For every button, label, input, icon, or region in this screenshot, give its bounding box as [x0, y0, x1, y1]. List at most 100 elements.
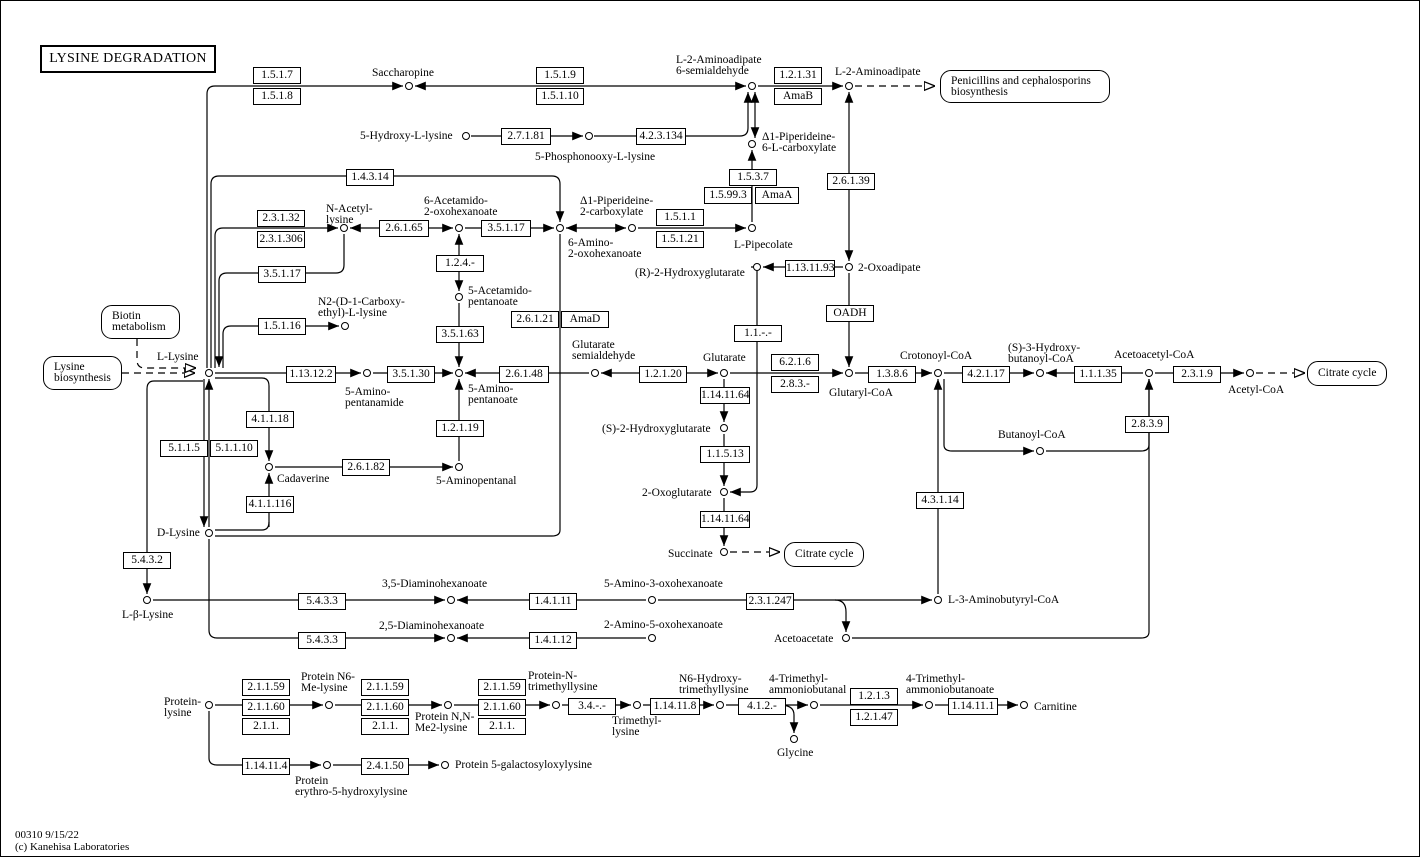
- compound-node-n2-d-1-carboxy-ethyl-l-lysine[interactable]: [341, 322, 349, 330]
- compound-node-l-lysine[interactable]: [205, 369, 213, 377]
- enzyme-box-2-4-1-50[interactable]: 2.4.1.50: [361, 758, 409, 775]
- compound-node-l-lysine[interactable]: [143, 596, 151, 604]
- enzyme-box-1-2-1-19[interactable]: 1.2.1.19: [436, 420, 484, 437]
- enzyme-box-1-5-99-3[interactable]: 1.5.99.3: [704, 187, 752, 204]
- compound-node-5-acetamido-pentanoate[interactable]: [455, 293, 463, 301]
- enzyme-box-1-2-1-47[interactable]: 1.2.1.47: [850, 709, 898, 726]
- compound-node-l-2-aminoadipate[interactable]: [845, 82, 853, 90]
- compound-node-4-trimethyl-ammoniobutanal[interactable]: [810, 701, 818, 709]
- enzyme-box-1-14-11-64[interactable]: 1.14.11.64: [700, 511, 750, 528]
- pathway-link-citrate-cycle-1[interactable]: Citrate cycle: [1307, 361, 1387, 386]
- compound-node-r-2-hydroxyglutarate[interactable]: [753, 263, 761, 271]
- enzyme-box-3-5-1-63[interactable]: 3.5.1.63: [436, 326, 484, 343]
- compound-node-trimethyl-lysine[interactable]: [633, 701, 641, 709]
- enzyme-box-3-5-1-17[interactable]: 3.5.1.17: [258, 266, 306, 283]
- enzyme-box-5-4-3-3[interactable]: 5.4.3.3: [298, 593, 346, 610]
- enzyme-box-1-5-1-9[interactable]: 1.5.1.9: [536, 67, 584, 84]
- enzyme-box-4-1-1-116[interactable]: 4.1.1.116: [246, 496, 294, 513]
- compound-node-d-lysine[interactable]: [205, 529, 213, 537]
- compound-node-protein-n-n-me2-lysine[interactable]: [444, 701, 452, 709]
- enzyme-box-2-1-1[interactable]: 2.1.1.: [478, 718, 526, 735]
- enzyme-box-1-5-1-10[interactable]: 1.5.1.10: [536, 88, 584, 105]
- enzyme-box-1-4-3-14[interactable]: 1.4.3.14: [346, 169, 394, 186]
- enzyme-box-2-1-1-59[interactable]: 2.1.1.59: [361, 679, 409, 696]
- enzyme-box-1-13-12-2[interactable]: 1.13.12.2: [286, 366, 336, 383]
- enzyme-box-1-14-11-8[interactable]: 1.14.11.8: [650, 698, 700, 715]
- compound-node-5-aminopentanal[interactable]: [455, 463, 463, 471]
- compound-node-glutarate-semialdehyde[interactable]: [591, 369, 599, 377]
- compound-node-5-phosphonooxy-l-lysine[interactable]: [585, 132, 593, 140]
- compound-node-n6-hydroxy-trimethyllysine[interactable]: [716, 701, 724, 709]
- compound-node-glycine[interactable]: [790, 735, 798, 743]
- enzyme-box-2-8-3-9[interactable]: 2.8.3.9: [1125, 416, 1169, 433]
- enzyme-box-2-3-1-9[interactable]: 2.3.1.9: [1173, 366, 1221, 383]
- compound-node-protein-5-galactosyloxylysine[interactable]: [441, 761, 449, 769]
- enzyme-box-oadh[interactable]: OADH: [826, 305, 874, 322]
- compound-node-l-3-aminobutyryl-coa[interactable]: [934, 596, 942, 604]
- compound-node-acetoacetate[interactable]: [842, 634, 850, 642]
- compound-node-6-acetamido-2-oxohexanoate[interactable]: [455, 224, 463, 232]
- compound-node-1-piperideine-6-l-carboxylate[interactable]: [748, 140, 756, 148]
- compound-node-5-amino-pentanoate[interactable]: [455, 369, 463, 377]
- pathway-link-penicillins[interactable]: Penicillins and cephalosporins biosynthe…: [940, 70, 1110, 103]
- compound-node-n-acetyl-lysine[interactable]: [340, 224, 348, 232]
- enzyme-box-2-6-1-82[interactable]: 2.6.1.82: [342, 459, 390, 476]
- compound-node-crotonoyl-coa[interactable]: [934, 369, 942, 377]
- compound-node-6-amino-2-oxohexanoate[interactable]: [556, 224, 564, 232]
- enzyme-box-2-7-1-81[interactable]: 2.7.1.81: [501, 128, 551, 145]
- enzyme-box-1-3-8-6[interactable]: 1.3.8.6: [868, 366, 916, 383]
- compound-node-5-hydroxy-l-lysine[interactable]: [462, 132, 470, 140]
- enzyme-box-4-1-1-18[interactable]: 4.1.1.18: [246, 411, 294, 428]
- compound-node-2-oxoadipate[interactable]: [845, 263, 853, 271]
- compound-node-acetoacetyl-coa[interactable]: [1145, 369, 1153, 377]
- enzyme-box-5-1-1-10[interactable]: 5.1.1.10: [210, 440, 258, 457]
- compound-node-l-pipecolate[interactable]: [748, 224, 756, 232]
- compound-node-acetyl-coa[interactable]: [1246, 369, 1254, 377]
- enzyme-box-4-1-2[interactable]: 4.1.2.-: [738, 698, 786, 715]
- pathway-link-biotin[interactable]: Biotin metabolism: [101, 305, 180, 339]
- compound-node-s-3-hydroxy-butanoyl-coa[interactable]: [1036, 369, 1044, 377]
- enzyme-box-3-5-1-17[interactable]: 3.5.1.17: [481, 220, 531, 237]
- compound-node-glutarate[interactable]: [720, 369, 728, 377]
- enzyme-box-2-1-1-59[interactable]: 2.1.1.59: [478, 679, 526, 696]
- enzyme-box-1-1-1-35[interactable]: 1.1.1.35: [1074, 366, 1122, 383]
- enzyme-box-2-3-1-247[interactable]: 2.3.1.247: [746, 593, 794, 610]
- enzyme-box-1-2-4[interactable]: 1.2.4.-: [436, 255, 484, 272]
- enzyme-box-1-4-1-12[interactable]: 1.4.1.12: [529, 632, 577, 649]
- enzyme-box-2-1-1-59[interactable]: 2.1.1.59: [242, 679, 290, 696]
- enzyme-box-2-1-1[interactable]: 2.1.1.: [242, 718, 290, 735]
- compound-node-carnitine[interactable]: [1020, 701, 1028, 709]
- enzyme-box-2-1-1[interactable]: 2.1.1.: [361, 718, 409, 735]
- compound-node-5-amino-pentanamide[interactable]: [363, 369, 371, 377]
- enzyme-box-1-2-1-20[interactable]: 1.2.1.20: [639, 366, 687, 383]
- compound-node-protein-lysine[interactable]: [205, 701, 213, 709]
- enzyme-box-5-4-3-2[interactable]: 5.4.3.2: [123, 552, 171, 569]
- enzyme-box-3-4[interactable]: 3.4.-.-: [568, 698, 616, 715]
- enzyme-box-5-1-1-5[interactable]: 5.1.1.5: [160, 440, 208, 457]
- enzyme-box-2-1-1-60[interactable]: 2.1.1.60: [478, 699, 526, 716]
- enzyme-box-1-1-5-13[interactable]: 1.1.5.13: [700, 446, 750, 463]
- compound-node-2-amino-5-oxohexanoate[interactable]: [648, 634, 656, 642]
- enzyme-box-1-5-1-7[interactable]: 1.5.1.7: [253, 67, 301, 84]
- compound-node-saccharopine[interactable]: [405, 82, 413, 90]
- enzyme-box-1-5-1-16[interactable]: 1.5.1.16: [258, 318, 306, 335]
- enzyme-box-2-1-1-60[interactable]: 2.1.1.60: [242, 699, 290, 716]
- compound-node-protein-n-trimethyllysine[interactable]: [552, 701, 560, 709]
- compound-node-3-5-diaminohexanoate[interactable]: [447, 596, 455, 604]
- enzyme-box-2-1-1-60[interactable]: 2.1.1.60: [361, 699, 409, 716]
- enzyme-box-1-4-1-11[interactable]: 1.4.1.11: [529, 593, 577, 610]
- enzyme-box-2-6-1-48[interactable]: 2.6.1.48: [499, 366, 549, 383]
- pathway-link-citrate-cycle-2[interactable]: Citrate cycle: [784, 542, 864, 567]
- enzyme-box-1-14-11-4[interactable]: 1.14.11.4: [242, 758, 290, 775]
- enzyme-box-6-2-1-6[interactable]: 6.2.1.6: [771, 354, 819, 371]
- enzyme-box-amad[interactable]: AmaD: [561, 311, 609, 328]
- compound-node-butanoyl-coa[interactable]: [1036, 447, 1044, 455]
- enzyme-box-1-13-11-93[interactable]: 1.13.11.93: [785, 260, 835, 277]
- compound-node-4-trimethyl-ammoniobutanoate[interactable]: [925, 701, 933, 709]
- enzyme-box-1-5-1-21[interactable]: 1.5.1.21: [656, 231, 704, 248]
- compound-node-s-2-hydroxyglutarate[interactable]: [720, 424, 728, 432]
- enzyme-box-2-6-1-21[interactable]: 2.6.1.21: [511, 311, 559, 328]
- enzyme-box-1-2-1-3[interactable]: 1.2.1.3: [850, 688, 898, 705]
- enzyme-box-3-5-1-30[interactable]: 3.5.1.30: [387, 366, 435, 383]
- compound-node-glutaryl-coa[interactable]: [845, 369, 853, 377]
